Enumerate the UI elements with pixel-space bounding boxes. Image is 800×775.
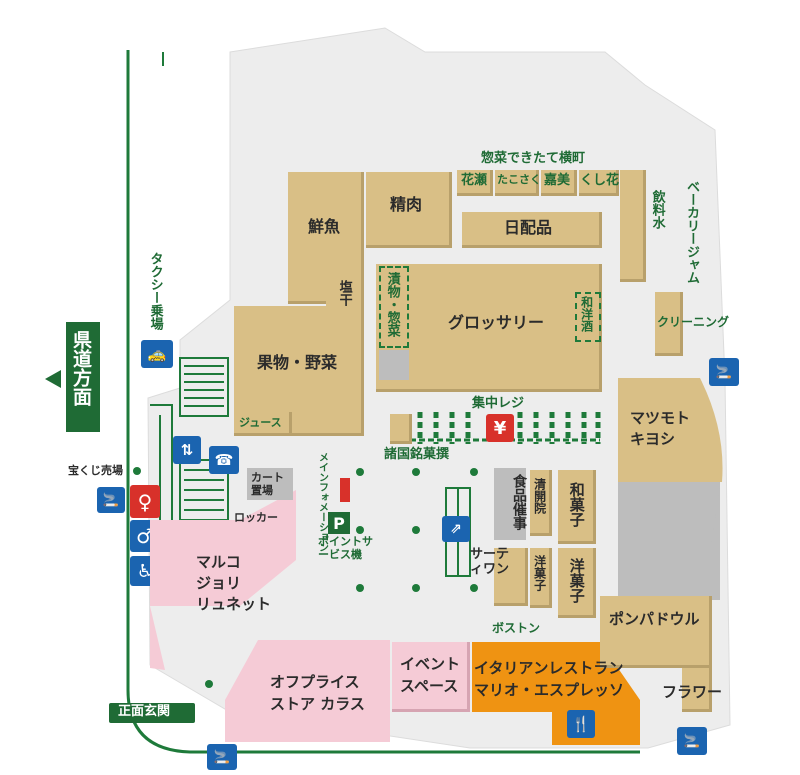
floor-marker [470,468,478,476]
yogashi-label: 洋菓子 [532,555,547,591]
floor-marker [412,584,420,592]
liquor-label: 和洋酒 [579,296,594,332]
meat-store [366,172,452,248]
produce-label: 果物・野菜 [257,353,338,372]
yogashi-store [530,548,552,608]
phone-icon: ☎ [209,446,239,474]
marco-label-3: リュネット [196,595,272,613]
thirty-one-store [494,548,528,606]
checkout-label: 集中レジ [472,396,525,411]
flower-store [682,668,712,712]
pickles-section [379,266,409,348]
yen-icon: ¥ [486,414,514,442]
info-marker [340,478,350,502]
floor-marker [356,584,364,592]
left-arrow-icon [45,370,61,388]
grocery-label: グロッサリー [448,313,545,332]
cleaning-label: クリーニング [657,315,730,329]
sozai-shop-takosaku [495,170,539,196]
offprice-label-2: ストア カラス [270,695,365,713]
prefectural-road-sign [66,322,100,432]
wagashi-store [558,470,596,544]
sozai-shop-yoshimi [541,170,577,196]
sozai-shop-kushihana-label: くし花 [580,173,620,188]
offprice-label-1: オフプライス [270,673,360,691]
smoking-entrance-icon: 🚬 [207,744,237,770]
drinks-label: 飲料水 [649,190,665,229]
pickles-label: 漬物・惣菜 [384,272,400,337]
event-space-label-1: イベント [400,655,461,673]
smoking-area-icon: 🚬 [97,487,125,513]
bakery-label: ベーカリージャム [684,180,699,284]
sozai-shop-hanase [457,170,493,196]
food-event-label: 食品催事 [511,474,527,530]
cart-label: カート置場 [251,471,284,497]
thirty-one-label: サーティワン [470,547,510,577]
event-space-label-2: スペース [400,677,459,695]
pickles-gray-area [379,350,409,380]
sozai-shop-takosaku-label: たこさく [497,173,541,186]
floor-marker [412,468,420,476]
smoking-area-east-icon: 🚬 [709,358,739,386]
flower-label: フラワー [662,683,723,701]
escalator-icon: ⇗ [442,516,470,542]
locker-label: ロッカー [234,511,278,524]
main-entrance-sign [109,703,195,723]
smoking-area-south-icon: 🚬 [677,727,707,755]
info-label: メインフォメーション [316,452,328,552]
sozai-street-title: 惣菜できたて横町 [481,151,586,166]
seikaiin-label: 清開院 [532,478,547,514]
female-restroom-icon: ♀ [130,485,160,518]
seikaiin-store [530,470,552,536]
event-space [392,642,470,712]
elevator-icon: ⇅ [173,436,201,464]
boston-label: ボストン [492,621,541,635]
sozai-shop-hanase-label: 花瀬 [461,173,488,188]
juice-label: ジュース [239,416,282,429]
lottery-label: 宝くじ売場 [68,464,123,477]
yogashi2-label: 洋菓子 [567,558,586,603]
fish-label: 鮮魚 [308,217,341,236]
marco-label-2: ジョリ [196,574,242,592]
sozai-shop-yoshimi-label: 嘉美 [544,173,571,188]
meat-label: 精肉 [390,195,423,214]
cleaning-store [655,292,683,356]
floor-marker [470,584,478,592]
pompadour-store [600,596,712,668]
regional-sweets-stand [390,414,412,444]
wheelchair-icon: ♿ [130,556,160,586]
floor-marker [205,680,213,688]
regional-sweets-label: 諸国銘菓撰 [384,447,450,462]
male-restroom-icon: ♂ [130,520,160,552]
floor-marker [356,526,364,534]
floor-marker [356,468,364,476]
italian-restaurant-label-2: マリオ・エスプレッソ [474,681,625,699]
food-event-area [494,468,526,540]
marco-label-1: マルコ [196,553,241,571]
point-machine-icon: P [328,512,350,534]
liquor-section [575,292,601,342]
grocery-store [376,264,602,392]
point-machine-label: ポイントサービス機 [318,535,373,561]
daily-goods-label: 日配品 [504,218,553,237]
matsumoto-kiyoshi-label: マツモトキヨシ [630,409,691,448]
sozai-shop-kushihana [579,170,619,196]
drinks-store [620,170,646,282]
lottery-marker [133,467,141,475]
restaurant-icon: 🍴 [567,710,595,738]
prefectural-road-label: 県道方面 [69,330,92,406]
taxi-label: タクシー乗場 [147,252,163,330]
wagashi-label: 和菓子 [567,482,586,527]
daily-goods-store [462,212,602,248]
taxi-icon: 🚕 [141,340,173,368]
juice-stand [234,412,292,436]
italian-restaurant-label-1: イタリアンレストラン [474,659,624,677]
floor-marker [412,526,420,534]
main-entrance-label: 正面玄関 [118,704,171,719]
yogashi2-store [558,548,596,618]
cart-area [247,468,293,500]
pompadour-label: ポンパドウル [609,610,700,628]
